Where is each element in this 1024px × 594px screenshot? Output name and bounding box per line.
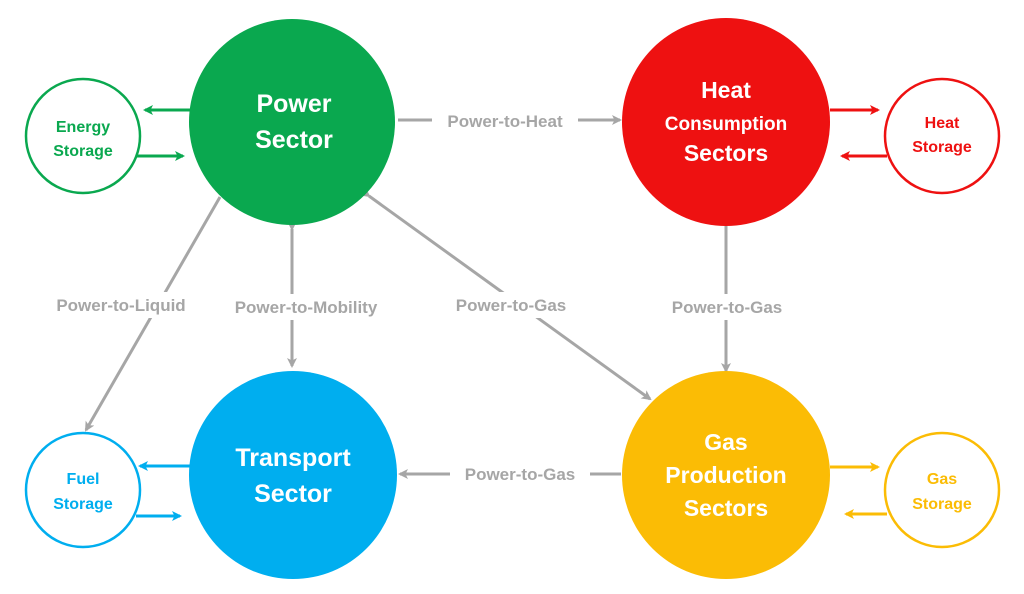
fuel-storage-line2: Storage: [53, 496, 113, 513]
heat-storage-line2: Storage: [912, 139, 972, 156]
gas-sector-line2: Production: [665, 462, 786, 488]
energy-storage-line2: Storage: [53, 143, 113, 160]
fuel-storage-line1: Fuel: [67, 471, 100, 488]
heat-sector-line3: Sectors: [684, 140, 768, 166]
heat-sector-line2: Consumption: [665, 114, 787, 135]
transport-sector-line2: Sector: [254, 480, 332, 508]
energy-storage-node: Energy Storage: [24, 77, 142, 195]
power-to-gas-horizontal-label: Power-to-Gas: [465, 465, 576, 484]
power-to-gas-vertical-label: Power-to-Gas: [672, 298, 783, 317]
fuel-storage-node: Fuel Storage: [24, 431, 142, 549]
gas-sector-line1: Gas: [704, 429, 747, 455]
energy-storage-line1: Energy: [56, 119, 110, 136]
power-to-mobility-label: Power-to-Mobility: [235, 298, 378, 317]
power-sector-node: Power Sector: [189, 19, 395, 225]
transport-sector-node: Transport Sector: [189, 371, 397, 579]
gas-storage-line1: Gas: [927, 471, 957, 488]
heat-storage-node: Heat Storage: [883, 77, 1001, 195]
gas-storage-node: Gas Storage: [883, 431, 1001, 549]
power-sector-line1: Power: [256, 90, 331, 118]
power-to-gas-diagonal-label: Power-to-Gas: [456, 296, 567, 315]
power-to-heat-label: Power-to-Heat: [447, 112, 563, 131]
transport-sector-line1: Transport: [235, 444, 351, 472]
gas-production-sectors-node: Gas Production Sectors: [622, 371, 830, 579]
heat-storage-line1: Heat: [925, 115, 960, 132]
gas-storage-line2: Storage: [912, 496, 972, 513]
heat-sector-line1: Heat: [701, 77, 751, 103]
power-sector-line2: Sector: [255, 126, 333, 154]
gas-sector-line3: Sectors: [684, 495, 768, 521]
power-to-liquid-label: Power-to-Liquid: [56, 296, 185, 315]
heat-consumption-sectors-node: Heat Consumption Sectors: [622, 18, 830, 226]
